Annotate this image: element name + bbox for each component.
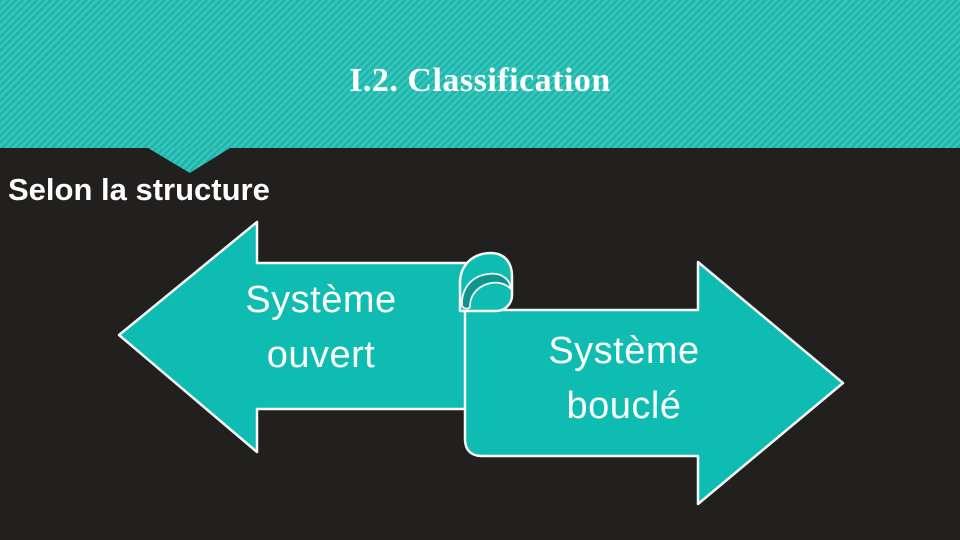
right-arrow-shape [463,260,845,506]
left-arrow-label: Système ouvert [171,273,471,383]
right-arrow-label: Système bouclé [474,324,774,434]
left-arrow-label-line2: ouvert [266,334,376,377]
right-arrow-label-line2: bouclé [566,385,682,428]
left-arrow-label-line1: Système [245,279,397,321]
header-band [0,0,960,148]
subtitle-selon-la-structure: Selon la structure [8,172,270,207]
ribbon-curl-shadow [461,272,512,310]
slide-title: I.2. Classification [349,62,611,99]
right-arrow-label-line1: Système [548,330,700,372]
